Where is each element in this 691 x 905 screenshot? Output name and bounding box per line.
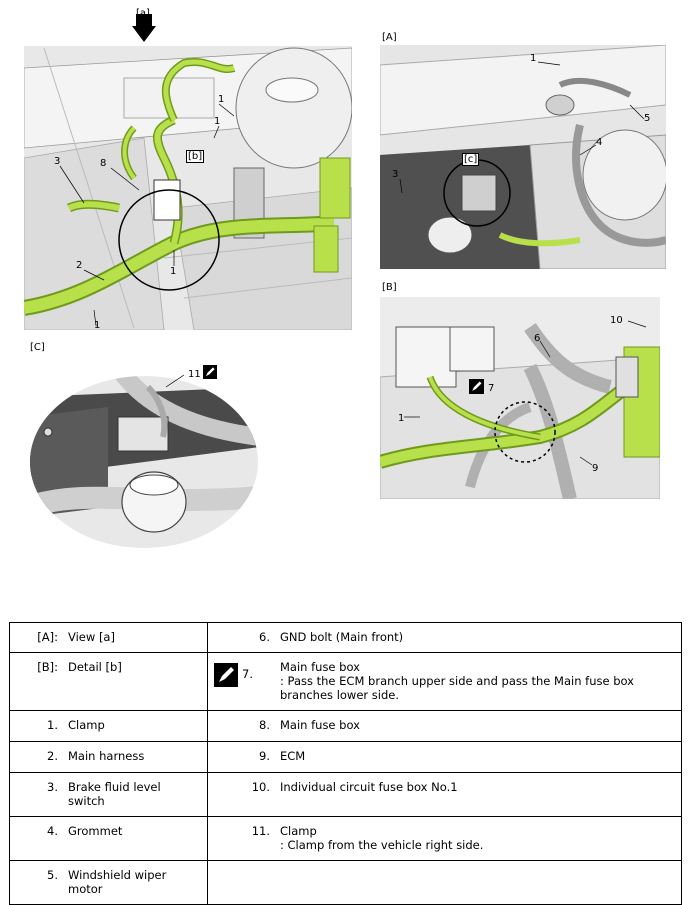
legend-label: View [a] [68,630,115,644]
legend-key: 6. [259,630,270,644]
legend-row: 2. Main harness 9. ECM [9,741,682,773]
view-a-label: [A] [382,32,397,43]
callout: 1 [214,116,221,127]
legend-label: ECM [280,749,306,763]
view-arrow-icon [132,14,156,42]
view-a-figure: [c] 1 3 4 5 [380,45,666,269]
legend-row: 3. Brake fluid level switch 10. Individual… [9,772,682,817]
legend-label: Main harness [68,749,145,763]
callout: 8 [100,158,107,169]
legend-label: Main fuse box [280,718,360,732]
legend-key: 10. [251,780,270,794]
legend-label: Clamp [280,824,317,838]
callout: 6 [534,333,541,344]
detail-c-label: [C] [30,342,45,353]
legend-key: [B]: [37,660,58,674]
legend-key: 2. [47,749,58,763]
legend-label: Clamp [68,718,105,732]
legend-label: Individual circuit fuse box No.1 [280,780,458,794]
callout: 1 [398,413,405,424]
callout: 3 [392,169,399,180]
legend-key: 11. [251,824,270,838]
detail-b-label: [B] [382,282,397,293]
legend-row: 1. Clamp 8. Main fuse box [9,710,682,742]
legend-label: Detail [b] [68,660,122,674]
detail-b-tag: [b] [186,150,205,163]
callout: 2 [76,260,83,271]
legend-row: 5. Windshield wiper motor [9,860,682,905]
callout: 10 [610,315,623,326]
main-figure: [a] [b] 1 1 8 3 2 1 1 [24,8,352,330]
legend-label: Brake fluid level switch [68,780,161,808]
callout: 1 [94,320,101,330]
legend-key: 3. [47,780,58,794]
legend-key: [A]: [37,630,58,644]
legend-key: 9. [259,749,270,763]
legend-key: 1. [47,718,58,732]
callout: 1 [218,94,225,105]
legend-key: 8. [259,718,270,732]
legend-label: Main fuse box [280,660,360,674]
legend-key: 5. [47,868,58,882]
legend-label: Grommet [68,824,123,838]
callout: 7 [488,383,495,394]
main-illustration [24,14,352,330]
detail-c-figure: 11 [28,357,260,549]
legend-table: [A]: View [a] 6. GND bolt (Main front) [B]… [9,622,682,905]
legend-note: : Clamp from the vehicle right side. [280,838,484,852]
legend-label: Windshield wiper motor [68,868,167,896]
legend-note: : Pass the ECM branch upper side and pas… [280,674,634,702]
legend-row: 4. Grommet 11. Clamp: Clamp from the vehic… [9,816,682,861]
callout: 11 [188,369,201,380]
apply-marker-icon [203,365,217,379]
legend-key: 7. [242,667,253,681]
callout: 9 [592,463,599,474]
callout: 4 [596,137,603,148]
main-fuse-box-shape [153,179,181,221]
callout: 1 [170,266,177,277]
legend-row: [B]: Detail [b] 7. Main fuse box: Pass th… [9,652,682,711]
apply-marker-icon [214,663,238,687]
detail-b-circle [118,189,220,291]
legend-key: 4. [47,824,58,838]
view-a-tag: [a] [136,8,150,19]
detail-b-figure: 10 6 7 1 9 [380,297,660,499]
callout: 3 [54,156,61,167]
detail-c-tag: [c] [462,153,480,166]
legend-row: [A]: View [a] 6. GND bolt (Main front) [9,622,682,653]
callout: 1 [530,53,537,64]
legend-label: GND bolt (Main front) [280,630,404,644]
apply-marker-icon [469,379,484,394]
callout: 5 [644,113,651,124]
